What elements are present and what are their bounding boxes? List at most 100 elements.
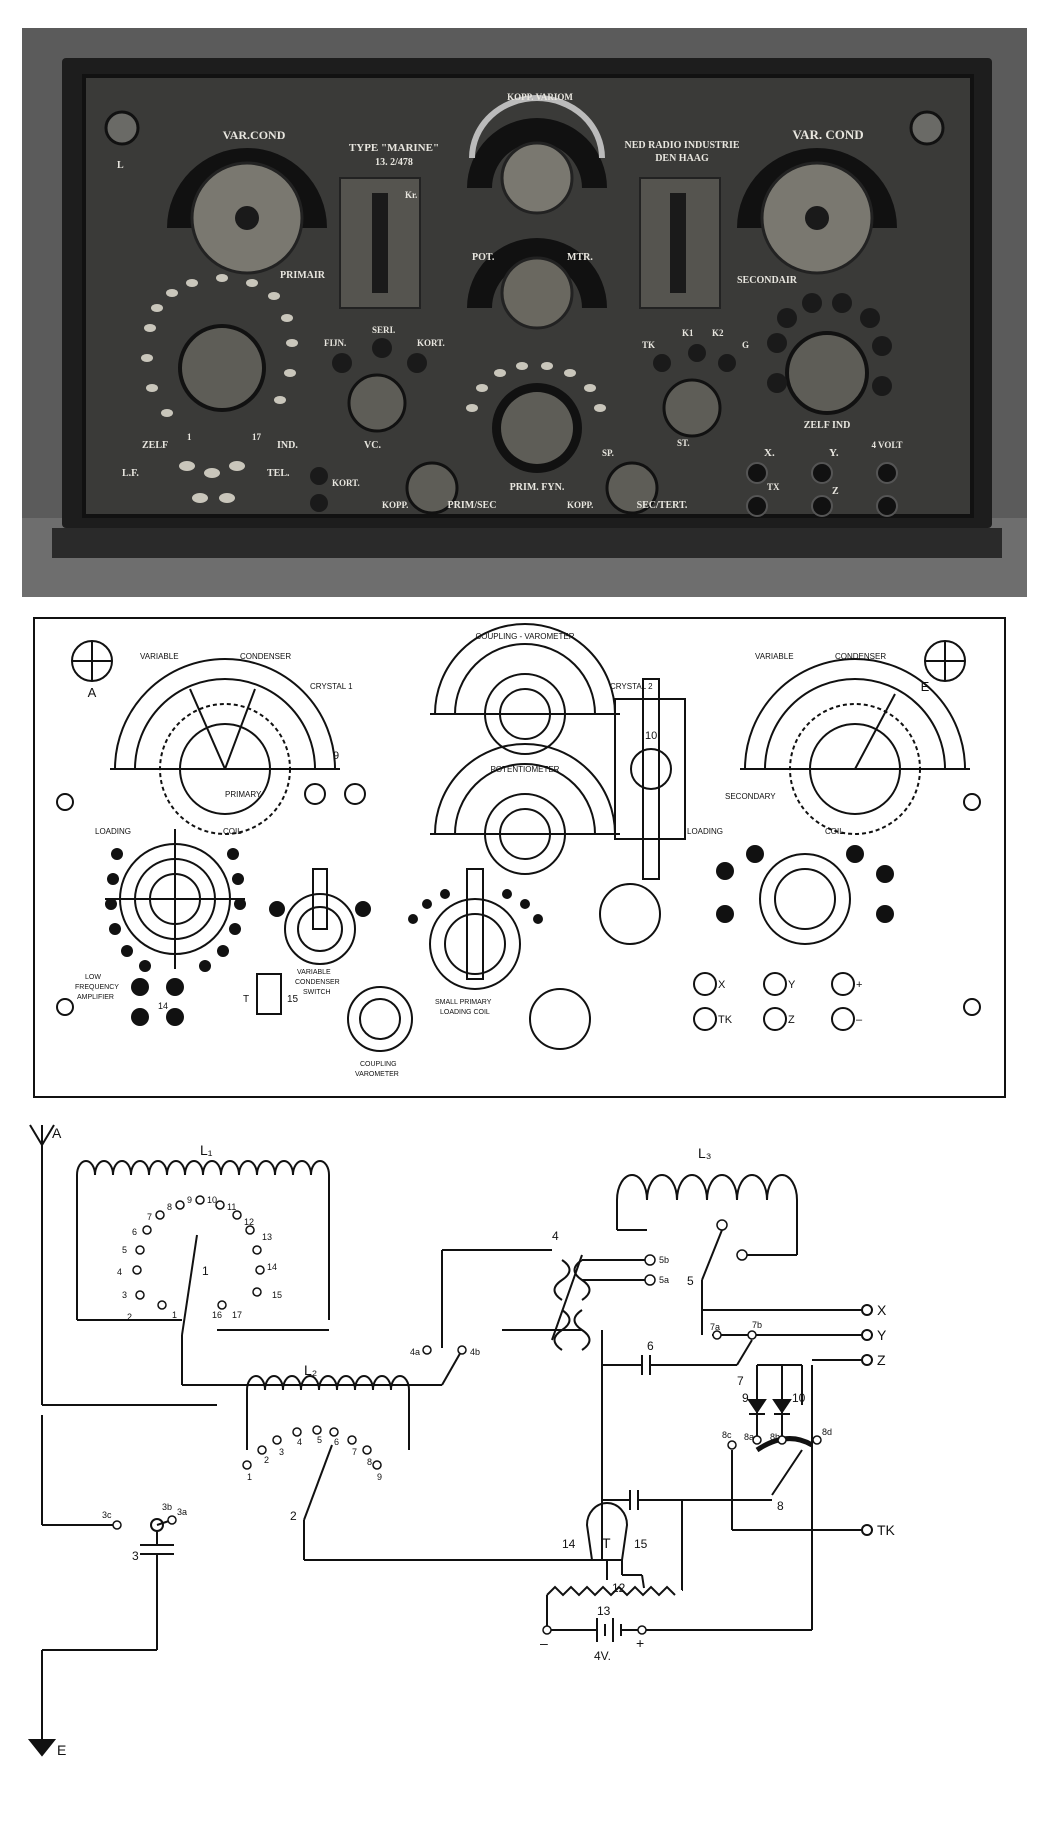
l1-tap-label: 2 bbox=[127, 1312, 132, 1322]
schem-label-5b: 5b bbox=[659, 1255, 669, 1265]
schem-label-e: E bbox=[57, 1742, 66, 1758]
drawing-label-spl-2: LOADING COIL bbox=[440, 1009, 490, 1016]
photo-label-primair: PRIMAIR bbox=[280, 270, 326, 281]
drawing-label-lfa-2: FREQUENCY bbox=[75, 984, 119, 991]
schem-label-4a: 4a bbox=[410, 1347, 420, 1357]
l1-tap-label: 6 bbox=[132, 1227, 137, 1237]
drawing-label-14: 14 bbox=[158, 1001, 168, 1011]
photo-label-pot: POT. bbox=[472, 252, 495, 263]
photo-label-tk: TK bbox=[642, 340, 655, 350]
photo-label-ind: IND. bbox=[277, 440, 298, 451]
drawing-label-cv-1: COUPLING bbox=[360, 1061, 397, 1068]
drawing-label-y: Y bbox=[788, 979, 796, 991]
schem-label-10: 10 bbox=[792, 1391, 806, 1405]
photo-label-seri: SERI. bbox=[372, 325, 395, 335]
schem-label-12: 12 bbox=[612, 1581, 626, 1595]
drawing-terminal-e: E bbox=[921, 679, 930, 694]
drawing-label-loading-right: LOADING bbox=[687, 827, 723, 836]
l2-tap-label: 2 bbox=[264, 1455, 269, 1465]
schem-label-8: 8 bbox=[777, 1499, 784, 1513]
l2-tap-label: 1 bbox=[247, 1472, 252, 1482]
schem-label-6: 6 bbox=[647, 1339, 654, 1353]
drawing-label-condenser-right: CONDENSER bbox=[835, 652, 886, 661]
drawing-label-vcs-3: SWITCH bbox=[303, 989, 331, 996]
photo-label-kopp2: KOPP. bbox=[567, 500, 593, 510]
schem-label-t: T bbox=[602, 1535, 611, 1551]
l1-tap-label: 7 bbox=[147, 1212, 152, 1222]
photo-label-maker-1: NED RADIO INDUSTRIE bbox=[624, 140, 739, 151]
l1-tap-label: 17 bbox=[232, 1310, 242, 1320]
schem-label-z: Z bbox=[877, 1352, 886, 1368]
l1-tap-label: 10 bbox=[207, 1195, 217, 1205]
schem-label-4b: 4b bbox=[470, 1347, 480, 1357]
drawing-label-t: T bbox=[243, 994, 249, 1005]
drawing-label-lfa-3: AMPLIFIER bbox=[77, 994, 114, 1001]
l1-tap-label: 15 bbox=[272, 1290, 282, 1300]
photo-label-n1: 1 bbox=[187, 432, 192, 442]
drawing-label-cv-2: VAROMETER bbox=[355, 1071, 399, 1078]
l1-tap-label: 13 bbox=[262, 1232, 272, 1242]
photo-label-kort2: KORT. bbox=[332, 478, 360, 488]
drawing-label-potentiometer: POTENTIOMETER bbox=[491, 765, 560, 774]
schem-label-7: 7 bbox=[737, 1374, 744, 1388]
l1-tap-label: 1 bbox=[172, 1310, 177, 1320]
schem-label-1: 1 bbox=[202, 1264, 209, 1278]
drawing-label-vcs-1: VARIABLE bbox=[297, 969, 331, 976]
drawing-label-tk: TK bbox=[718, 1014, 733, 1026]
schem-label-x: X bbox=[877, 1302, 887, 1318]
schem-label-5: 5 bbox=[687, 1274, 694, 1288]
photo-label-var-cond-left: VAR.COND bbox=[223, 128, 286, 142]
drawing-label-vcs-2: CONDENSER bbox=[295, 979, 340, 986]
photo-label-g: G bbox=[742, 340, 749, 350]
schem-label-15: 15 bbox=[634, 1537, 648, 1551]
photo-label-kopp: KOPP. bbox=[382, 500, 408, 510]
drawing-label-coil-right: COIL bbox=[825, 827, 844, 836]
photo-label-secondair: SECONDAIR bbox=[737, 275, 798, 286]
schem-label-3c: 3c bbox=[102, 1510, 112, 1520]
schem-label-minus: – bbox=[540, 1635, 548, 1651]
l1-tap-label: 8 bbox=[167, 1202, 172, 1212]
schem-label-2: 2 bbox=[290, 1509, 297, 1523]
schem-label-4v: 4V. bbox=[594, 1649, 611, 1663]
photo-label-koppvariom: KOPP. VARIOM bbox=[507, 92, 573, 102]
drawing-label-coupling-varometer: COUPLING - VAROMETER bbox=[476, 632, 575, 641]
drawing-label-lfa-1: LOW bbox=[85, 974, 101, 981]
circuit-schematic: A E L₁ L₂ L₃ X Y Z TK 1 2 3 4 5 6 7 8 9 … bbox=[22, 1120, 1042, 1820]
schem-label-7a: 7a bbox=[710, 1322, 720, 1332]
photo-label-sp: SP. bbox=[602, 448, 614, 458]
photo-label-l: L bbox=[117, 160, 124, 171]
l1-tap-label: 5 bbox=[122, 1245, 127, 1255]
photo-label-k1: K1 bbox=[682, 328, 694, 338]
drawing-label-coil-left: COIL bbox=[223, 827, 242, 836]
schem-label-y: Y bbox=[877, 1327, 887, 1343]
schem-label-4: 4 bbox=[552, 1229, 559, 1243]
drawing-label-z: Z bbox=[788, 1014, 795, 1026]
l1-tap-label: 3 bbox=[122, 1290, 127, 1300]
l2-tap-label: 8 bbox=[367, 1457, 372, 1467]
schem-label-l1: L₁ bbox=[200, 1142, 213, 1158]
drawing-label-minus: – bbox=[856, 1014, 863, 1026]
photo-label-zelf: ZELF bbox=[142, 440, 168, 451]
l2-tap-label: 5 bbox=[317, 1435, 322, 1445]
schem-label-8a: 8a bbox=[744, 1432, 754, 1442]
l1-tap-label: 12 bbox=[244, 1217, 254, 1227]
photo-label-x: X. bbox=[764, 447, 775, 459]
schem-label-tk: TK bbox=[877, 1522, 896, 1538]
l1-tap-label: 4 bbox=[117, 1267, 122, 1277]
drawing-terminal-a: A bbox=[88, 685, 97, 700]
schem-label-13: 13 bbox=[597, 1604, 611, 1618]
drawing-label-x: X bbox=[718, 979, 726, 991]
l1-tap-label: 14 bbox=[267, 1262, 277, 1272]
schem-label-8c: 8c bbox=[722, 1430, 732, 1440]
photo-label-z: Z bbox=[832, 486, 839, 497]
l2-tap-label: 7 bbox=[352, 1447, 357, 1457]
schem-label-a: A bbox=[52, 1125, 62, 1141]
photo-label-y: Y. bbox=[829, 447, 839, 459]
drawing-label-10: 10 bbox=[645, 730, 657, 742]
l2-tap-label: 3 bbox=[279, 1447, 284, 1457]
drawing-label-condenser-left: CONDENSER bbox=[240, 652, 291, 661]
circuit-schematic-svg: A E L₁ L₂ L₃ X Y Z TK 1 2 3 4 5 6 7 8 9 … bbox=[27, 1124, 896, 1758]
photo-label-kort: KORT. bbox=[417, 338, 445, 348]
receiver-photo-drawing: VAR.COND VAR. COND TYPE "MARINE" 13. 2/4… bbox=[22, 28, 1027, 597]
